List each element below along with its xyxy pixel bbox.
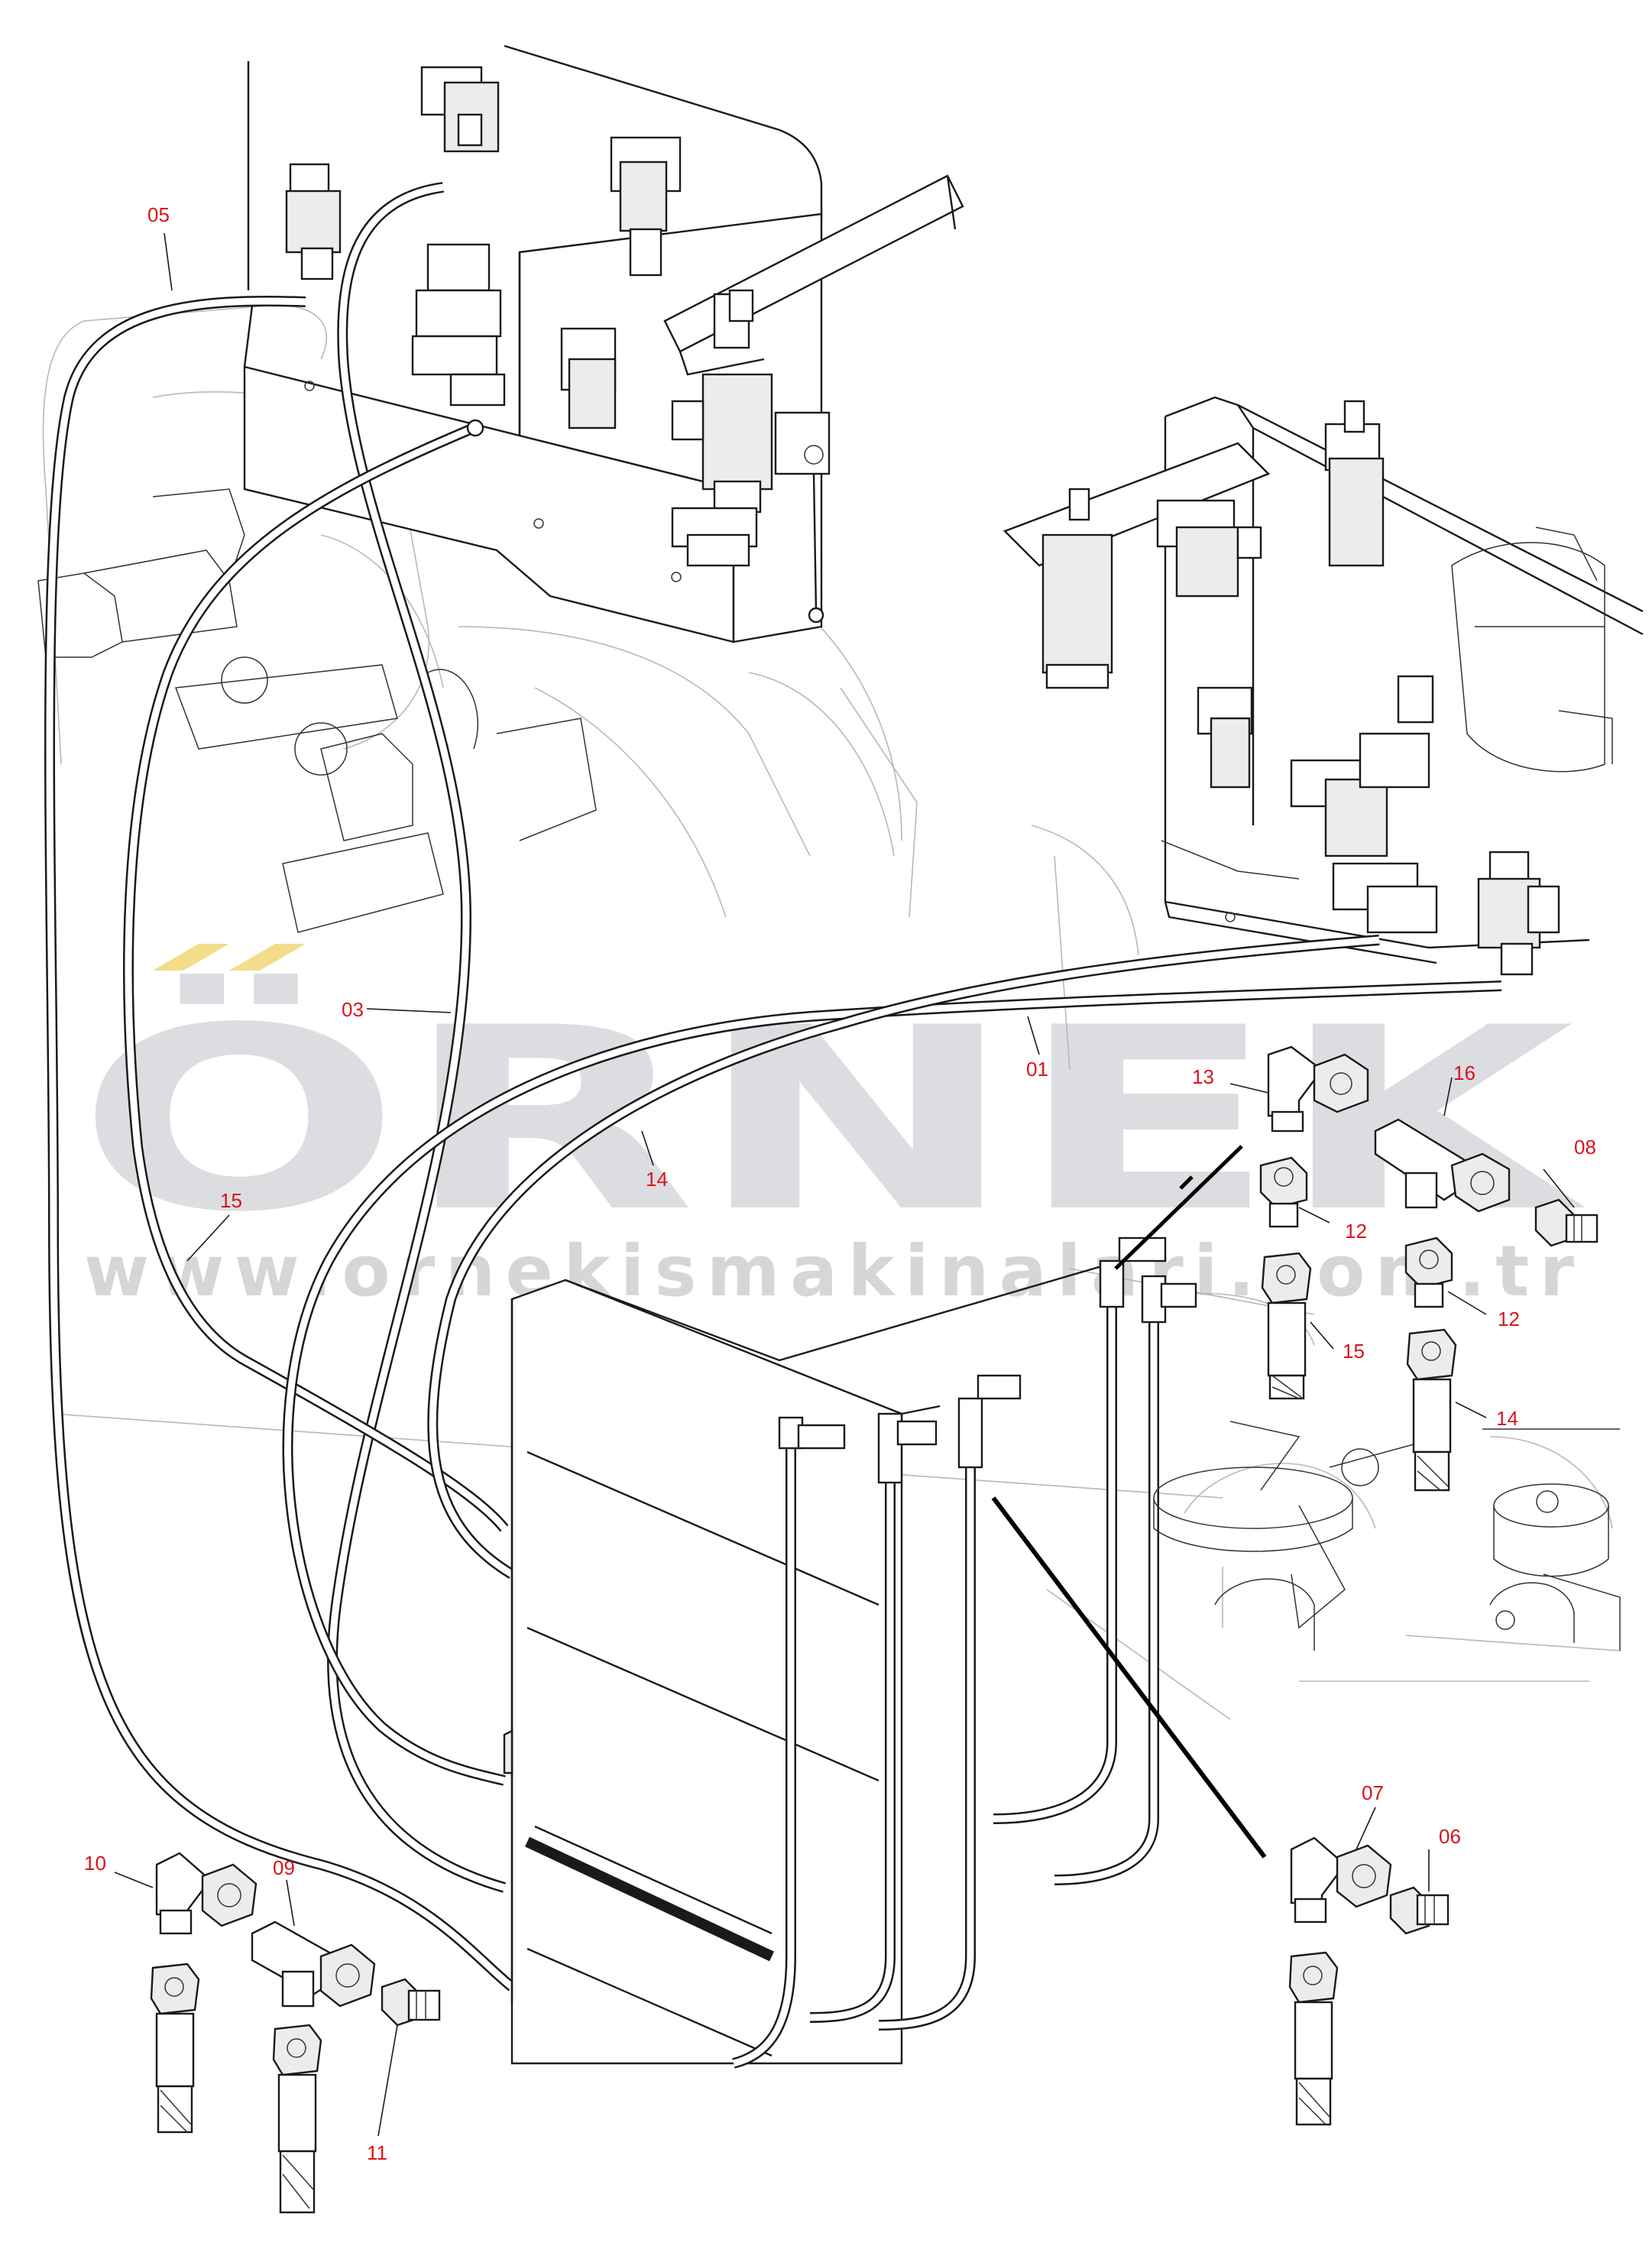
detail-leader-13-arrow bbox=[1114, 1145, 1243, 1270]
callout-14b: 14 bbox=[1496, 1407, 1518, 1430]
callout-15a: 15 bbox=[220, 1189, 242, 1212]
callout-15b: 15 bbox=[1343, 1340, 1365, 1363]
background-machine-outline bbox=[42, 304, 1621, 1720]
callout-13: 13 bbox=[1192, 1065, 1214, 1088]
detail-hose-end-15 bbox=[1261, 1252, 1312, 1400]
detail-leader-13 bbox=[1179, 1175, 1194, 1190]
detail-hose-end-07 bbox=[1288, 1951, 1339, 2126]
hoses bbox=[44, 182, 1502, 1992]
callout-10: 10 bbox=[84, 1852, 106, 1875]
central-tank-box bbox=[503, 1252, 1147, 2065]
detail-elbow-07 bbox=[1290, 1836, 1392, 1924]
callout-16: 16 bbox=[1453, 1061, 1475, 1084]
watermark-accent-mark bbox=[153, 944, 229, 971]
detail-hose-end-09 bbox=[272, 2024, 322, 2214]
callouts: 05 03 01 13 16 08 14 15 12 15 12 14 07 0… bbox=[84, 203, 1596, 2164]
callout-06: 06 bbox=[1439, 1825, 1461, 1848]
watermark-accent-mark bbox=[229, 944, 306, 971]
valve-cluster-upper bbox=[285, 66, 831, 624]
leader-lines bbox=[114, 232, 1575, 2137]
watermark: ÖRNEK www.ornekismakinalari.com.tr bbox=[76, 944, 1589, 1312]
upper-right-valve-panel bbox=[1003, 396, 1644, 964]
callout-01: 01 bbox=[1026, 1058, 1048, 1081]
callout-05: 05 bbox=[147, 203, 170, 226]
vertical-hoses bbox=[732, 1299, 1159, 2069]
callout-12b: 12 bbox=[1498, 1308, 1520, 1330]
panel-nipple bbox=[466, 419, 484, 437]
lower-right-cylinders bbox=[1153, 1421, 1621, 1651]
valve-right-01 bbox=[1477, 851, 1560, 976]
detail-tee-09 bbox=[251, 1920, 376, 2008]
detail-nipple-08 bbox=[1534, 1198, 1599, 1247]
detail-hose-end-14 bbox=[1406, 1328, 1457, 1492]
callout-12a: 12 bbox=[1345, 1220, 1367, 1243]
callout-09: 09 bbox=[273, 1856, 295, 1879]
callout-07: 07 bbox=[1362, 1781, 1384, 1804]
detail-nut-12a bbox=[1259, 1156, 1308, 1228]
detail-tee-16 bbox=[1374, 1118, 1511, 1213]
detail-hose-end-10 bbox=[150, 1962, 200, 2134]
detail-leader bbox=[991, 1496, 1267, 1859]
detail-elbow-13 bbox=[1267, 1045, 1369, 1133]
detail-nipple-06 bbox=[1389, 1886, 1450, 1935]
callout-08: 08 bbox=[1574, 1136, 1596, 1159]
detail-nut-12b bbox=[1404, 1236, 1453, 1308]
callout-14a: 14 bbox=[646, 1168, 668, 1191]
detail-elbow-10 bbox=[155, 1852, 258, 1935]
detail-nipple-11 bbox=[381, 1978, 441, 2027]
elbow-fittings-mid bbox=[778, 1236, 1197, 1484]
left-bracket-ghost bbox=[37, 488, 597, 933]
callout-03: 03 bbox=[342, 998, 364, 1021]
watermark-brand: ÖRNEK bbox=[76, 971, 1589, 1267]
callout-11: 11 bbox=[367, 2141, 387, 2164]
